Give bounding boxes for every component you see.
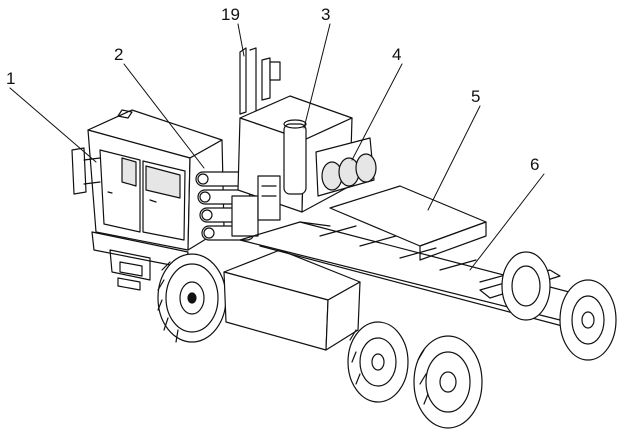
leader-lines <box>9 23 545 271</box>
front-wheel <box>157 253 227 343</box>
leader-2 <box>123 63 205 169</box>
rear-wheels <box>347 251 617 429</box>
cooling-fans <box>315 137 377 197</box>
callout-1: 1 <box>6 69 16 88</box>
callout-4: 4 <box>392 45 402 64</box>
callout-2: 2 <box>114 45 124 64</box>
side-storage-box <box>223 249 361 351</box>
leader-3 <box>303 23 331 129</box>
callout-5: 5 <box>471 87 481 106</box>
leader-4 <box>351 63 403 161</box>
rear-platform <box>329 185 487 261</box>
leader-6 <box>469 173 545 271</box>
leader-5 <box>427 105 481 211</box>
leader-1 <box>9 87 97 163</box>
leader-19 <box>237 23 245 57</box>
gas-cylinder-rack <box>195 171 255 241</box>
callout-6: 6 <box>530 155 540 174</box>
callout-19: 19 <box>221 5 240 24</box>
cab <box>71 109 225 291</box>
callout-3: 3 <box>321 5 331 24</box>
